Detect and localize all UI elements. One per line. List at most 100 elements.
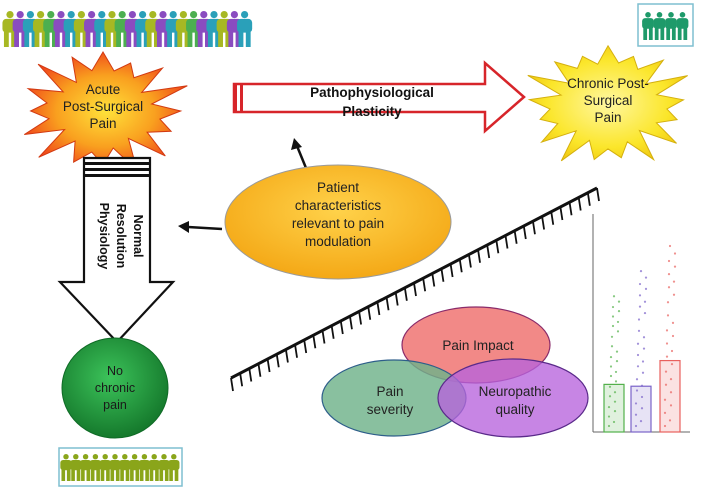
ruler-tick [422,278,427,292]
chronic-pain-star-shape [527,44,688,162]
person-figure [168,454,180,481]
spectrum-ruler [230,186,600,392]
pain-impact-label: Pain Impact [442,338,514,353]
inset-point [616,320,620,324]
ruler-tick [468,254,472,268]
inset-point [664,383,668,386]
ruler-tick [458,259,463,273]
normal-resolution-label-1: Normal [131,214,145,257]
arrow-up-head [291,138,302,150]
person-figure [99,454,111,481]
inset-point [642,347,646,350]
people-group-icon [637,3,694,47]
inset-point [615,360,619,363]
inset-point [638,305,642,308]
ruler-tick [403,287,408,301]
inset-point [639,420,643,423]
ruler-tick [431,273,436,287]
inset-point [669,378,673,381]
inset-point [607,415,611,418]
ruler-tick [321,330,326,344]
inset-point [611,305,615,309]
plasticity-arrow-stripe [234,84,237,112]
person-figure [237,11,253,47]
inset-point [614,380,618,383]
plasticity-arrow: Pathophysiological Plasticity [232,60,526,134]
ruler-tick [230,377,234,392]
person-figure [70,454,82,481]
ruler-tick [522,225,527,240]
person-figure [653,12,666,40]
inset-point [636,365,640,368]
pain-severity-label-2: severity [367,402,414,417]
inset-point [644,287,648,290]
inset-bar [603,383,625,433]
ruler-tick [339,320,344,335]
person-figure [128,454,141,481]
inset-point [642,336,646,339]
inset-point [607,424,611,428]
pain-severity-label-1: Pain [376,384,403,399]
inset-point [637,318,641,321]
normal-resolution-stripe [84,168,150,171]
inset-point [639,270,643,273]
inset-point [607,405,611,409]
person-figure [642,12,654,40]
ruler-tick [477,249,481,263]
inset-point [611,315,615,318]
person-figure [79,454,92,481]
neuropathic-quality-label-1: Neuropathic [479,384,552,399]
inset-point [666,301,670,304]
normal-resolution-arrow-shape [57,156,176,344]
ruler-tick [367,306,372,320]
inset-point [613,391,617,394]
ruler-tick [495,240,500,254]
inset-point [611,324,615,328]
inset-point [637,329,641,332]
inset-point [617,300,621,303]
person-figure [138,454,151,481]
chronic-pain-label-2: Surgical [584,93,633,108]
normal-resolution-stripe [84,162,150,165]
inset-point [636,342,640,345]
inset-point [665,355,669,358]
chronic-pain-node: Chronic Post- Surgical Pain [527,44,688,162]
normal-resolution-arrow: Normal Resolution Physiology [57,156,176,344]
inset-point [612,295,616,298]
ruler-tick [513,230,518,244]
inset-point [663,398,667,401]
plasticity-label-2: Plasticity [342,104,402,119]
inset-point [634,402,638,405]
no-chronic-pain-node: No chronic pain [61,337,169,439]
no-chronic-pain-label-1: No [107,364,123,378]
inset-point [640,395,644,399]
ruler-tick [275,354,280,368]
person-figure [665,12,677,40]
ruler-tick [568,202,573,216]
normal-resolution-label-3: Physiology [97,203,111,270]
person-figure [158,454,170,481]
arrow-up-line [295,145,308,169]
inset-point [667,273,671,276]
acute-pain-label-3: Pain [89,116,116,131]
ruler-tick [303,339,308,354]
ruler-tick [577,197,582,211]
inset-point [667,286,671,289]
acute-pain-label-2: Post-Surgical [63,99,143,114]
people-group-icon [58,447,183,487]
normal-resolution-stripe [84,174,150,177]
acute-pain-node: Acute Post-Surgical Pain [24,51,188,172]
arrow-left-head [178,221,189,233]
ruler-tick [248,368,253,382]
ruler-tick [413,282,417,297]
influence-arrows [178,138,308,233]
inset-point [615,350,619,353]
venn-diagram: Pain Impact Pain severity Neuropathic qu… [321,306,589,438]
ruler-tick [312,335,317,349]
ruler-tick [596,187,600,202]
inset-point [636,353,640,357]
inset-point [667,259,671,263]
ruler-tick [385,297,390,311]
inset-point [643,311,647,315]
